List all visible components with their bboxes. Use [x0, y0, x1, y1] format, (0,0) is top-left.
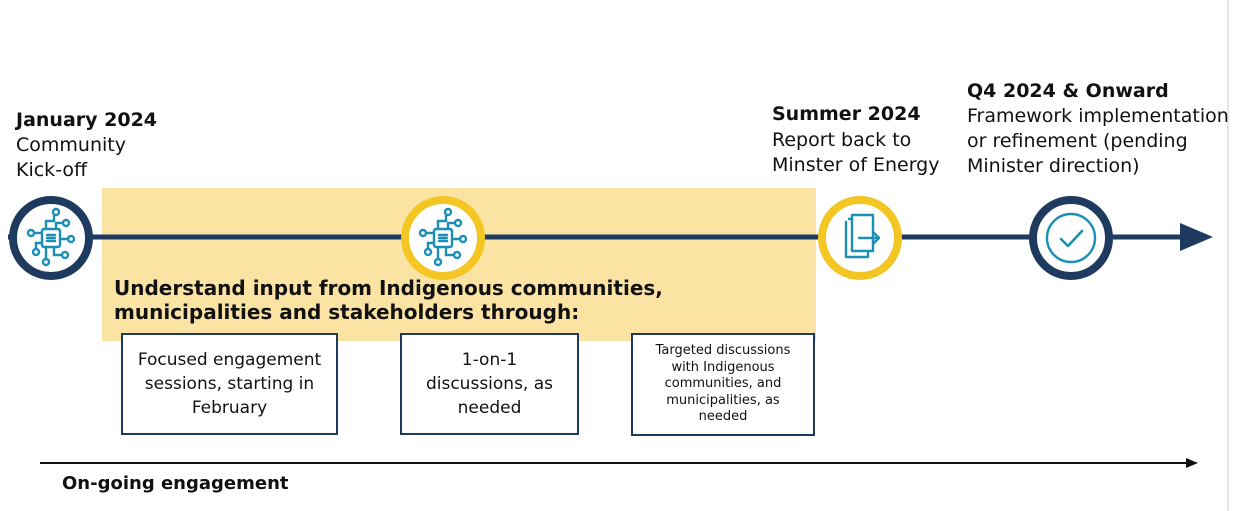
- milestone-january-description: Community Kick-off: [16, 134, 126, 181]
- circuit-chip-icon: [9, 196, 93, 280]
- engagement-method-text: 1-on-1 discussions, as needed: [425, 350, 554, 418]
- engagement-method-text: Focused engagement sessions, starting in…: [137, 350, 322, 418]
- milestone-q4-description: Framework implementation or refinement (…: [967, 105, 1229, 177]
- engagement-method-box: 1-on-1 discussions, as needed: [400, 333, 579, 435]
- engagement-heading: Understand input from Indigenous communi…: [114, 276, 663, 324]
- ongoing-engagement-label: On-going engagement: [62, 473, 289, 494]
- report-arrow-icon: [818, 196, 902, 280]
- checkmark-icon: [1029, 196, 1113, 280]
- engagement-method-box: Focused engagement sessions, starting in…: [121, 333, 338, 435]
- page-edge-divider: [1227, 0, 1229, 511]
- milestone-summer-title: Summer 2024: [772, 103, 921, 125]
- ongoing-engagement-arrow: [40, 458, 1198, 468]
- milestone-q4-title: Q4 2024 & Onward: [967, 80, 1169, 102]
- engagement-method-box: Targeted discussions with Indigenous com…: [631, 333, 815, 436]
- milestone-summer-description: Report back to Minster of Energy: [772, 129, 940, 176]
- timeline-arrow: [8, 223, 1213, 251]
- milestone-january-title: January 2024: [16, 109, 158, 131]
- circuit-chip-icon: [401, 196, 485, 280]
- engagement-method-text: Targeted discussions with Indigenous com…: [655, 343, 791, 425]
